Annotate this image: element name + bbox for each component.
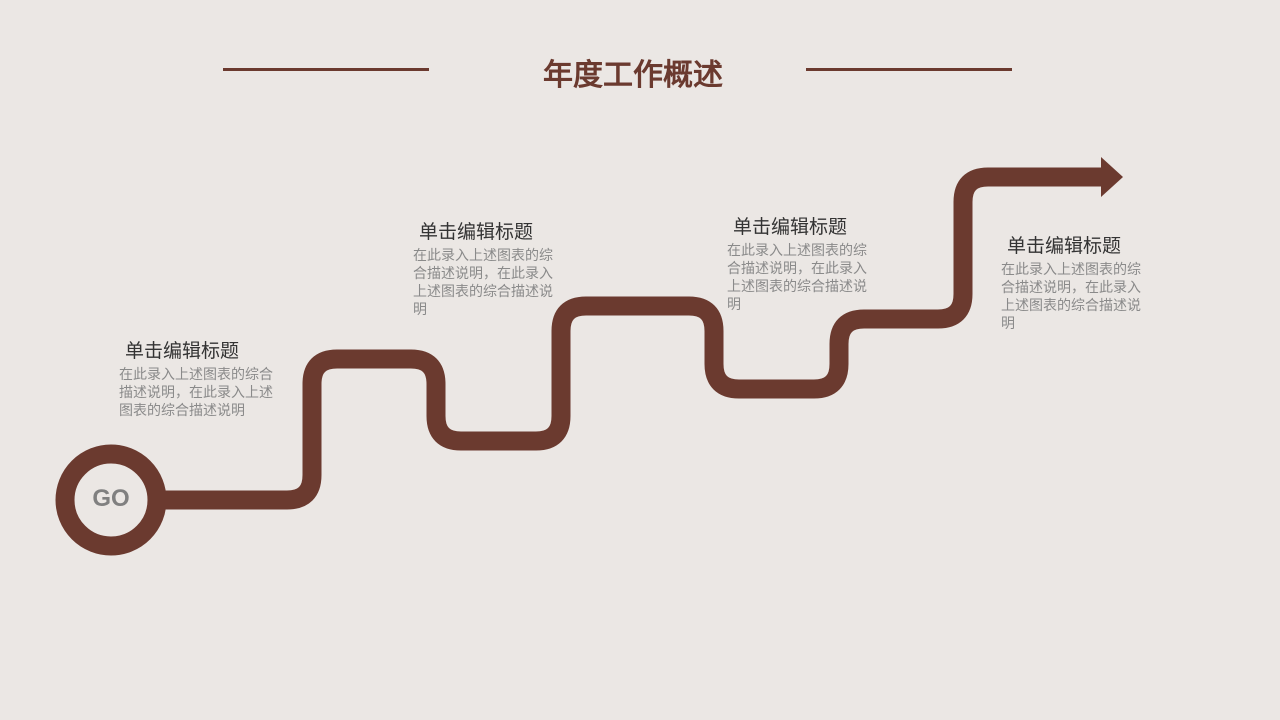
step-title[interactable]: 单击编辑标题 (125, 340, 240, 362)
start-label: GO (92, 485, 130, 512)
step-desc[interactable]: 在此录入上述图表的综合描述说明，在此录入上述图表的综合描述说明 (119, 367, 273, 419)
step-3: 单击编辑标题 在此录入上述图表的综合描述说明，在此录入上述图表的综合描述说明 (727, 212, 875, 314)
step-title[interactable]: 单击编辑标题 (733, 216, 848, 238)
step-title[interactable]: 单击编辑标题 (419, 221, 534, 243)
step-desc[interactable]: 在此录入上述图表的综合描述说明，在此录入上述图表的综合描述说明 (413, 248, 553, 318)
step-desc[interactable]: 在此录入上述图表的综合描述说明，在此录入上述图表的综合描述说明 (727, 243, 867, 313)
winding-road (157, 167, 1102, 510)
step-desc[interactable]: 在此录入上述图表的综合描述说明，在此录入上述图表的综合描述说明 (1001, 262, 1141, 332)
step-1: 单击编辑标题 在此录入上述图表的综合描述说明，在此录入上述图表的综合描述说明 (119, 336, 281, 420)
page-title: 年度工作概述 (543, 58, 723, 93)
step-title[interactable]: 单击编辑标题 (1007, 235, 1122, 257)
step-4: 单击编辑标题 在此录入上述图表的综合描述说明，在此录入上述图表的综合描述说明 (1001, 231, 1149, 333)
title-line-left (223, 68, 429, 71)
step-2: 单击编辑标题 在此录入上述图表的综合描述说明，在此录入上述图表的综合描述说明 (413, 217, 561, 319)
arrow-head-icon (1101, 157, 1123, 197)
title-line-right (806, 68, 1012, 71)
